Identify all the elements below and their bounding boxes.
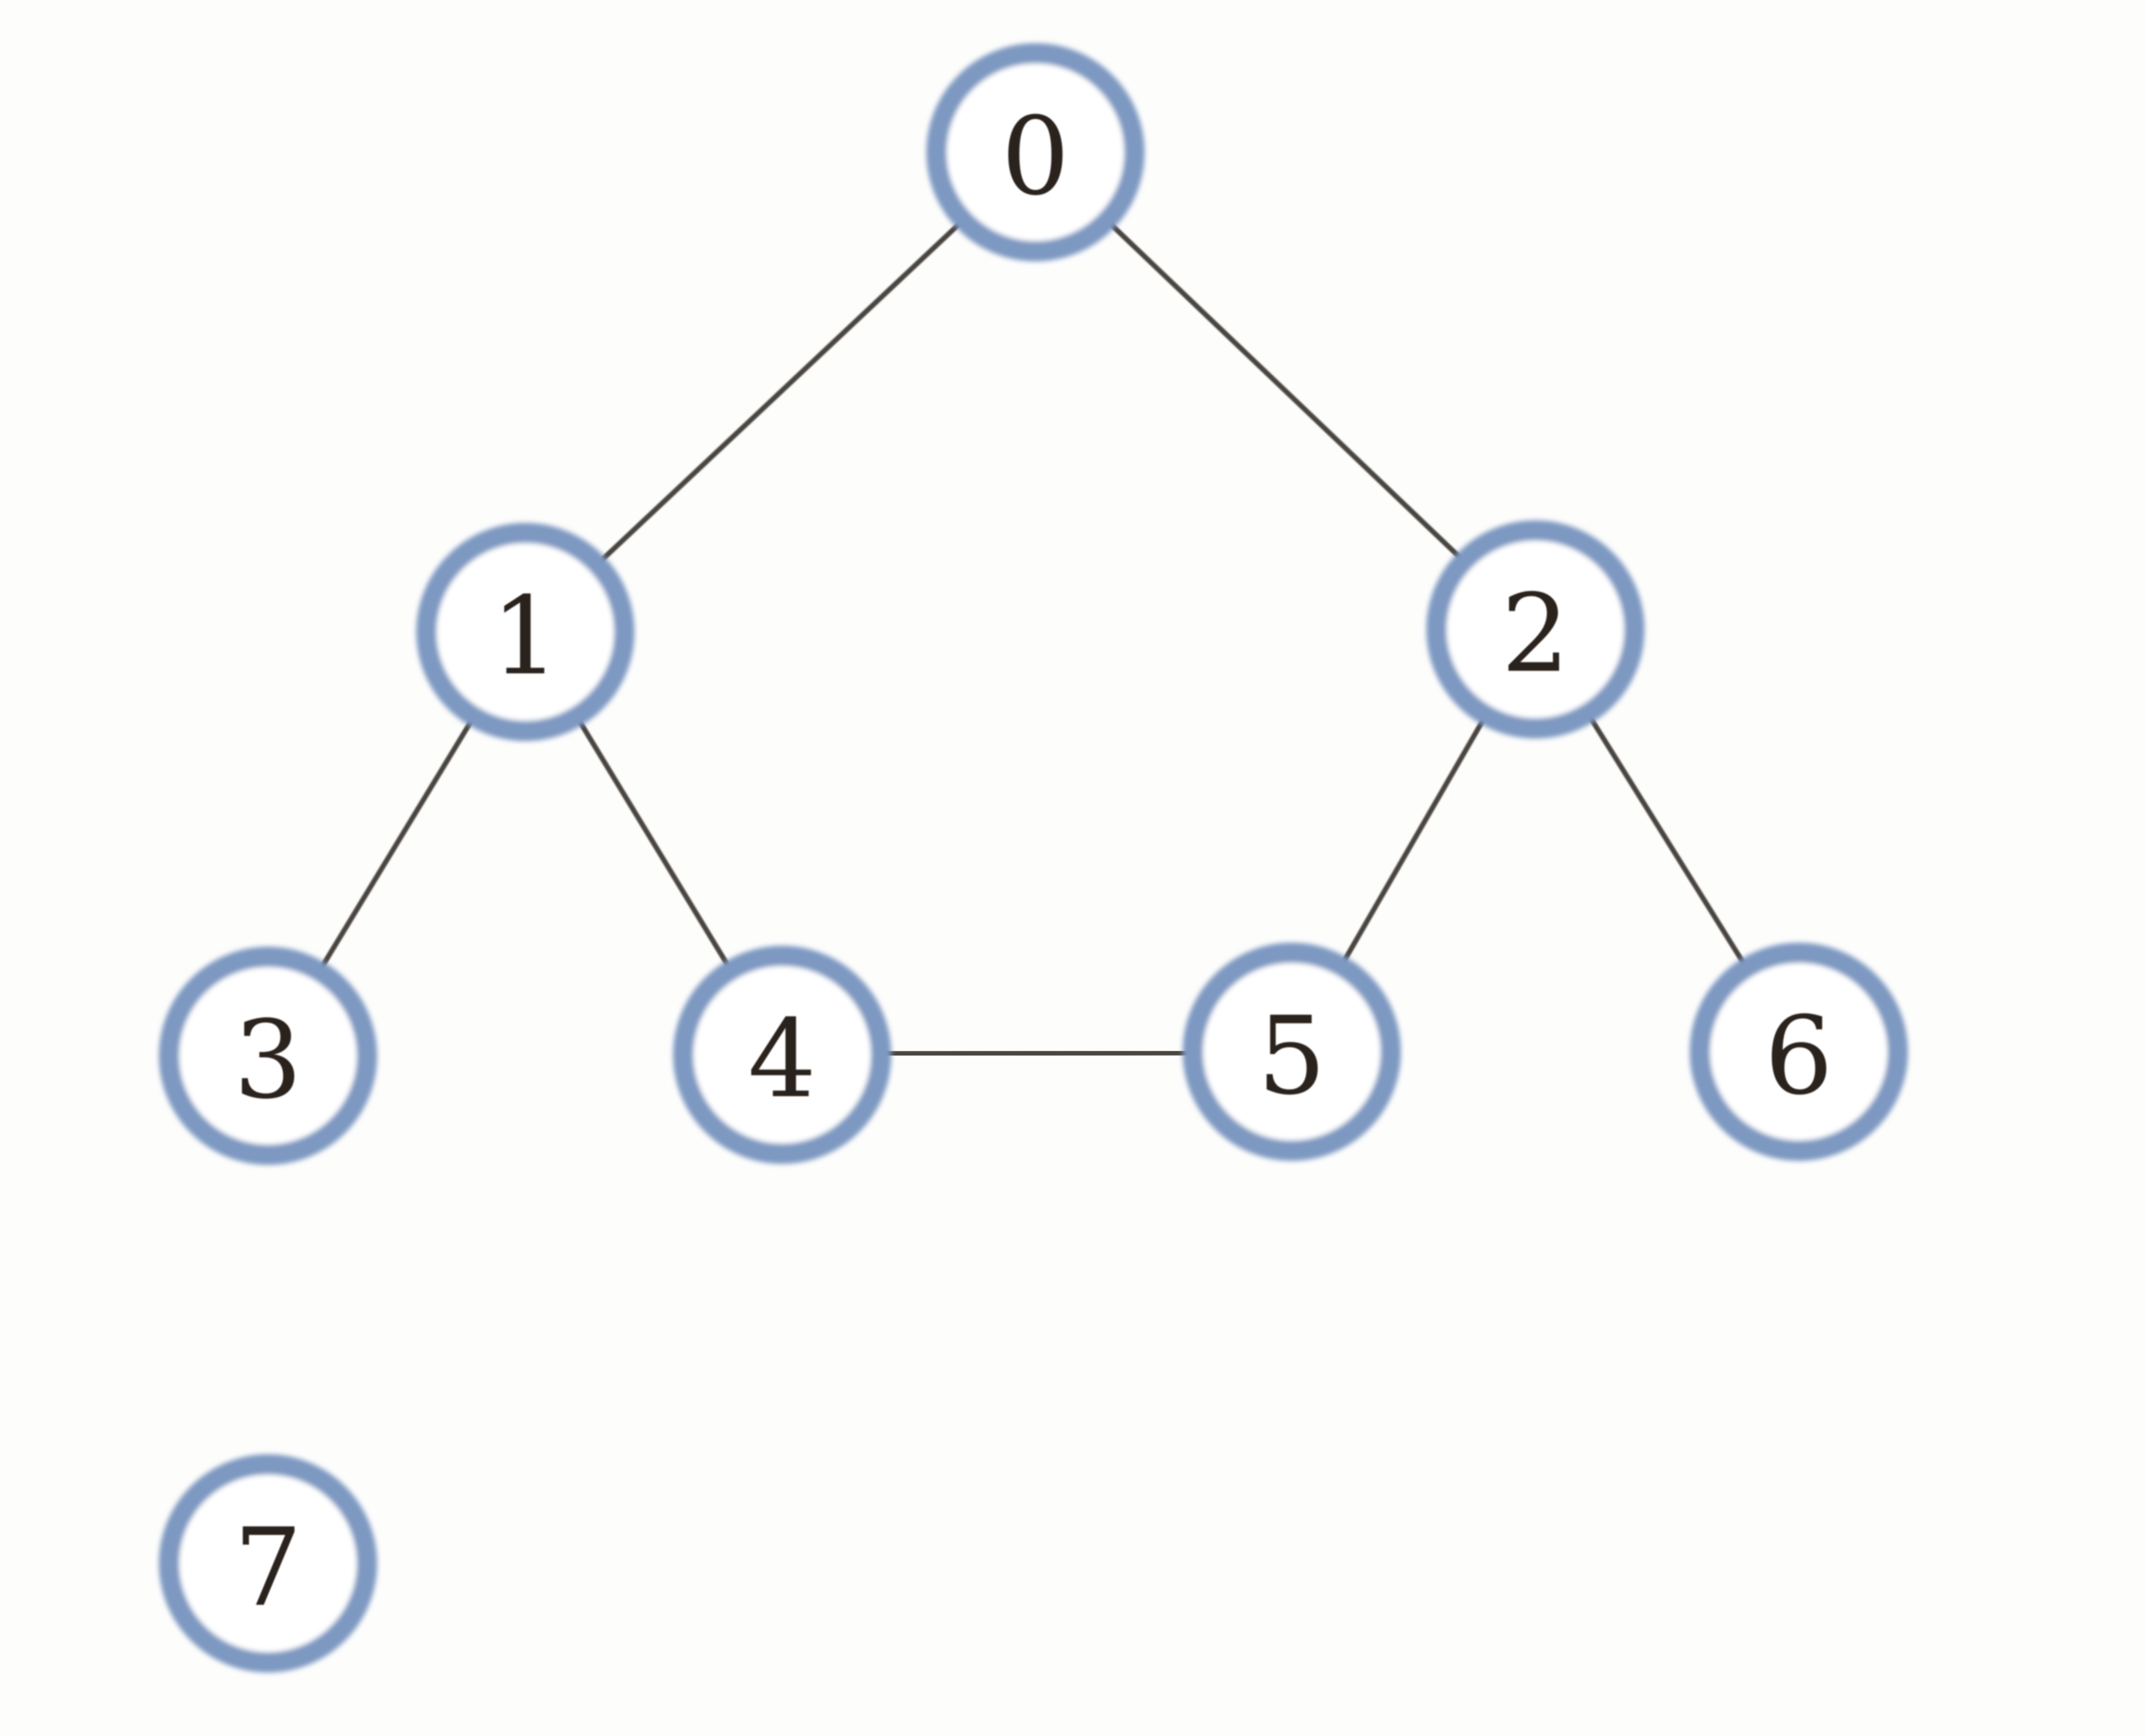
- edges-layer: [264, 150, 1801, 1567]
- graph-node-4: 4: [673, 946, 891, 1164]
- graph-node-6: 6: [1690, 943, 1908, 1161]
- node-2-label: 2: [1501, 571, 1570, 696]
- node-7-circle: [159, 1454, 377, 1673]
- graph-node-1: 1: [416, 523, 634, 741]
- edge-0-1: [523, 150, 1038, 635]
- graph-node-5: 5: [1183, 943, 1401, 1161]
- nodes-layer: 0 1 2 3 4 5 6 7: [159, 43, 1908, 1673]
- node-6-label: 6: [1765, 993, 1833, 1119]
- node-2-circle: [1426, 520, 1645, 739]
- node-0-label: 0: [1001, 94, 1070, 219]
- node-1-label: 1: [491, 574, 560, 699]
- graph-node-3: 3: [159, 947, 377, 1165]
- node-3-label: 3: [234, 997, 303, 1123]
- node-0-circle: [926, 43, 1145, 261]
- node-5-circle: [1183, 943, 1401, 1161]
- node-6-circle: [1690, 943, 1908, 1161]
- node-3-circle: [159, 947, 377, 1165]
- graph-node-7: 7: [159, 1454, 377, 1673]
- node-4-label: 4: [748, 996, 817, 1122]
- node-1-circle: [416, 523, 634, 741]
- node-4-circle: [673, 946, 891, 1164]
- node-5-label: 5: [1258, 993, 1326, 1119]
- graph-node-0: 0: [926, 43, 1145, 261]
- edge-0-2: [1033, 150, 1538, 632]
- node-7-label: 7: [234, 1505, 303, 1630]
- graph-node-2: 2: [1426, 520, 1645, 739]
